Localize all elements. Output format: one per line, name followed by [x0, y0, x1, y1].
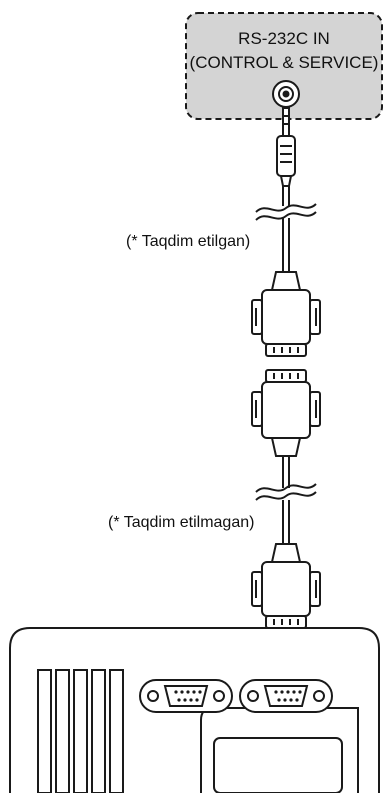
not-supplied-cable-label: (* Taqdim etilmagan): [108, 514, 254, 531]
device-port-box: RS-232C IN (CONTROL & SERVICE): [185, 12, 383, 120]
port-title-line2: (CONTROL & SERVICE): [190, 53, 379, 72]
jack-socket-icon: [272, 80, 300, 108]
pc-serial-port-1: [139, 679, 233, 713]
db9-connector-icon: [251, 271, 321, 457]
supplied-cable-label: (* Taqdim etilgan): [126, 233, 250, 250]
cable-break-lower: [255, 483, 317, 501]
cable-lower: [282, 456, 290, 544]
db9-connector-pc-cable: [251, 543, 321, 629]
cable-break-upper: [255, 203, 317, 221]
port-title-line1: RS-232C IN: [238, 29, 330, 48]
pc-serial-port-2: [239, 679, 333, 713]
cable-upper: [282, 186, 290, 272]
stereo-plug-icon: [276, 107, 296, 187]
